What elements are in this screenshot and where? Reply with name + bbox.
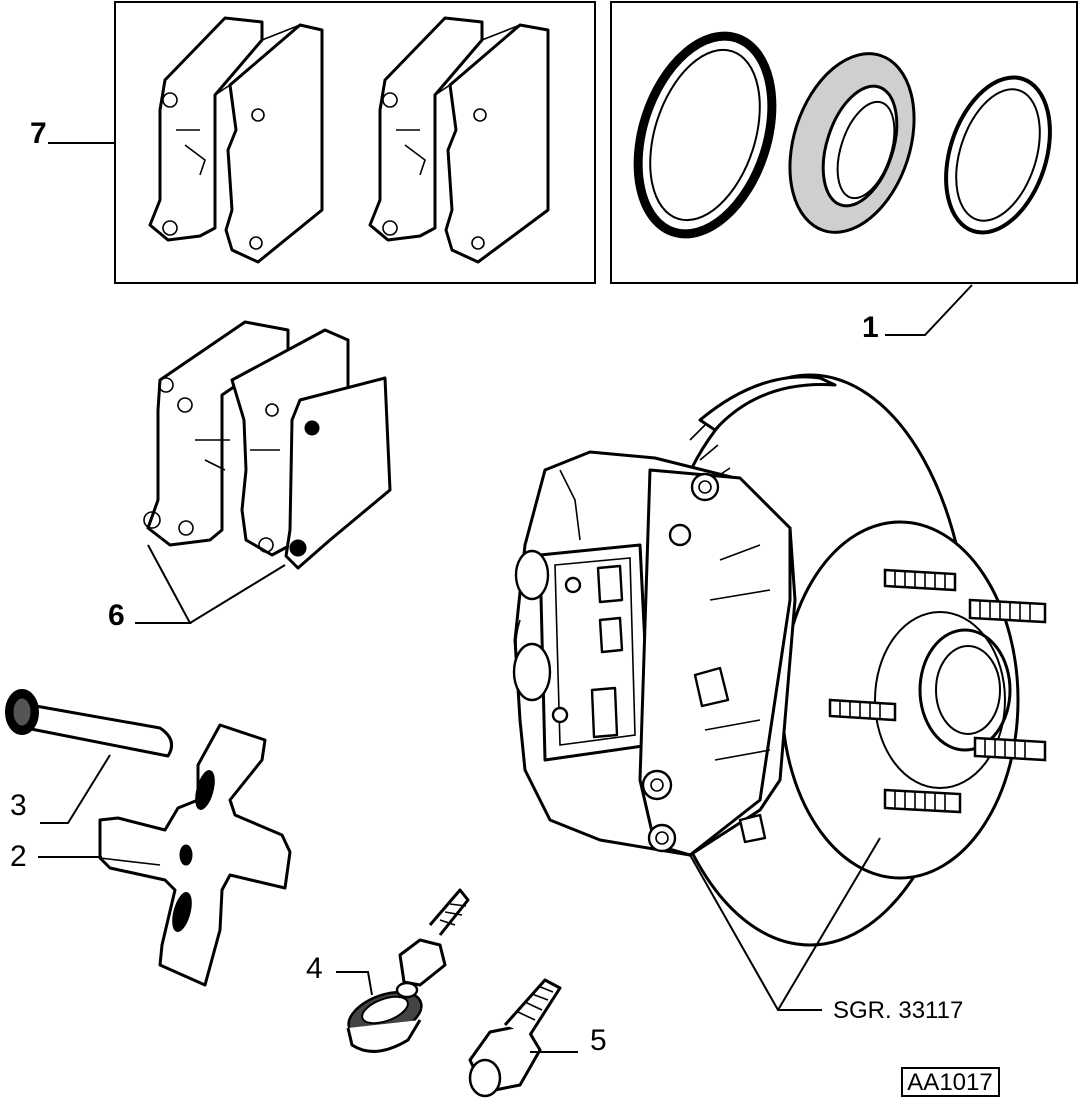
kit-1-frame <box>610 1 1078 284</box>
callout-1: 1 <box>862 311 879 344</box>
leader-6 <box>135 544 286 624</box>
brake-pad-kit-icon <box>148 16 550 264</box>
leader-3 <box>40 754 111 824</box>
callout-6: 6 <box>108 599 125 632</box>
callout-4: 4 <box>306 952 323 985</box>
callout-3: 3 <box>10 789 27 822</box>
brake-caliper-disc-hub-icon <box>512 373 1047 947</box>
callout-5: 5 <box>590 1024 607 1057</box>
guide-pin-bolt-icon <box>5 689 174 758</box>
bleeder-screw-icon <box>468 978 562 1098</box>
leader-1 <box>885 284 973 336</box>
bleeder-screw-upper-icon <box>395 888 470 999</box>
bleeder-cap-icon <box>346 990 423 1053</box>
figure-code-frame <box>901 1067 1000 1097</box>
callout-7: 7 <box>30 117 47 150</box>
callout-assembly: SGR. 33117 <box>833 997 963 1024</box>
leader-4 <box>336 971 373 996</box>
figure-code: AA1017 <box>907 1069 992 1096</box>
anti-rattle-spring-icon <box>98 723 292 987</box>
leader-assembly <box>689 837 881 1011</box>
seal-kit-rings-icon <box>633 31 1052 239</box>
callout-2: 2 <box>10 840 27 873</box>
brake-pad-set-icon <box>143 320 392 570</box>
